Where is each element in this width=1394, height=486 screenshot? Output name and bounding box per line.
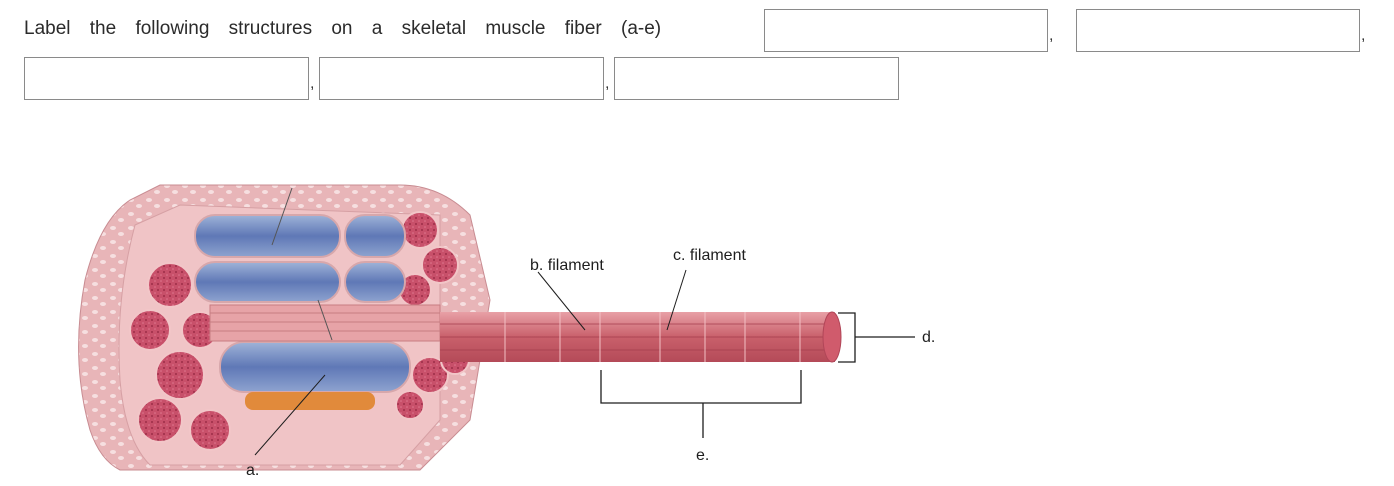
bracket-d: [838, 312, 915, 363]
label-c: c. filament: [673, 247, 746, 264]
myofibril-cross-sections: [129, 211, 470, 451]
myofibril-rod: [440, 311, 842, 363]
answer-input-2[interactable]: [1076, 9, 1360, 52]
answer-input-3[interactable]: [24, 57, 309, 100]
answer-separator: ,: [1361, 27, 1366, 44]
muscle-fiber-diagram: a. b. filament c. filament d. e.: [78, 184, 935, 479]
inner-myofibril-bundle: [209, 304, 441, 342]
label-b: b. filament: [530, 257, 604, 274]
answer-separator: ,: [310, 75, 315, 92]
answer-input-5[interactable]: [614, 57, 899, 100]
leader-line-c: [666, 269, 687, 331]
leader-line-top: [271, 187, 293, 246]
answer-separator: ,: [605, 75, 610, 92]
answer-input-1[interactable]: [764, 9, 1048, 52]
answer-input-4[interactable]: [319, 57, 604, 100]
leader-line-a: [254, 374, 326, 456]
leader-line-mid: [317, 299, 333, 341]
answer-separator: ,: [1049, 27, 1054, 44]
label-a: a.: [246, 462, 259, 479]
label-e: e.: [696, 447, 709, 464]
leader-line-b: [537, 271, 586, 331]
question-prompt: Label the following structures on a skel…: [24, 18, 662, 39]
label-d: d.: [922, 329, 935, 346]
bracket-e: [600, 370, 802, 438]
sarcoplasmic-reticulum: [194, 214, 411, 410]
